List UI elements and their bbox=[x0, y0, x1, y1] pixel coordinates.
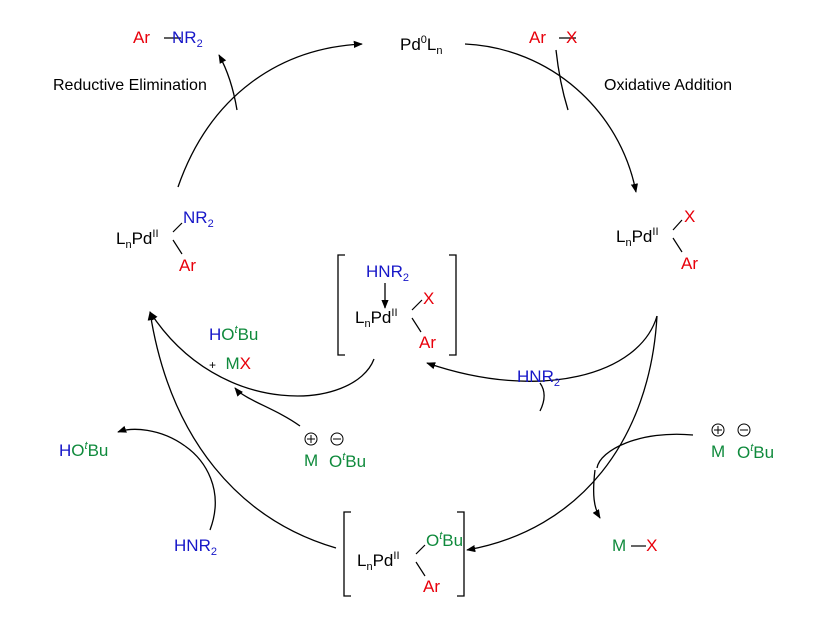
arrow-reductive-elimination bbox=[177, 40, 363, 188]
bond-pd-n-left bbox=[172, 222, 183, 233]
ligand-x-mid: X bbox=[423, 289, 435, 308]
byproduct-hotbu-lower: HOtBu bbox=[59, 440, 109, 460]
ligand-otbu-lower: OtBu bbox=[426, 530, 464, 550]
arrow-to-alkoxide-complex bbox=[466, 315, 658, 553]
arrow-from-ar-x bbox=[555, 49, 569, 111]
base-otbu-center: OtBu bbox=[329, 451, 367, 471]
bond-pd-ar-left bbox=[172, 239, 183, 255]
plus-charge-icon bbox=[711, 423, 725, 437]
arrow-hnr2-in bbox=[539, 382, 545, 412]
arrow-amine-coordination bbox=[426, 315, 658, 382]
arrow-to-m-x bbox=[592, 469, 601, 519]
minus-charge-icon bbox=[737, 423, 751, 437]
base-otbu-right: OtBu bbox=[737, 442, 775, 462]
label-reductive-elimination: Reductive Elimination bbox=[53, 77, 207, 94]
arrow-to-ar-nr2 bbox=[218, 54, 238, 111]
byproduct-hotbu-upper: HOtBu bbox=[209, 324, 259, 344]
bracket-left-upper bbox=[337, 254, 345, 356]
label-oxidative-addition: Oxidative Addition bbox=[604, 77, 733, 94]
complex-lnpd-ar-nr2: LnPdII bbox=[116, 228, 159, 251]
bracket-right-lower bbox=[457, 511, 465, 597]
ligand-ar-lower: Ar bbox=[423, 577, 440, 596]
bond-pd-x-right bbox=[672, 219, 683, 231]
ligand-ar-right: Ar bbox=[681, 254, 698, 273]
ligand-ar-left: Ar bbox=[179, 256, 196, 275]
arrow-oxidative-addition bbox=[464, 43, 638, 193]
arrow-to-mx bbox=[234, 387, 301, 427]
reagent-hnr2-right: HNR2 bbox=[517, 367, 560, 389]
byproduct-mx-upper: + MX bbox=[209, 354, 251, 373]
base-m-right: M bbox=[711, 442, 726, 461]
complex-amine-adduct: LnPdII bbox=[355, 307, 398, 330]
plus-charge-icon bbox=[304, 432, 318, 446]
complex-lnpd-ar-x: LnPdII bbox=[616, 226, 659, 249]
ligand-nr2-left: NR2 bbox=[183, 208, 214, 230]
minus-charge-icon bbox=[330, 432, 344, 446]
ligand-x-right: X bbox=[684, 207, 696, 226]
arrow-deprotonation-upper bbox=[149, 311, 375, 397]
bond-pd-o-lower bbox=[415, 544, 426, 555]
arrow-base-in bbox=[596, 433, 694, 469]
catalyst-pd0ln: Pd0Ln bbox=[400, 34, 443, 57]
base-m-center: M bbox=[304, 451, 319, 470]
coordinated-amine: HNR2 bbox=[366, 262, 409, 284]
bond-pd-ar-right bbox=[672, 237, 683, 253]
complex-lnpd-ar-otbu: LnPdII bbox=[357, 550, 400, 573]
arrow-hnr2-in-lower bbox=[184, 445, 216, 531]
bond-pd-ar-mid bbox=[411, 317, 422, 333]
reagent-hnr2-lower: HNR2 bbox=[174, 536, 217, 558]
bracket-right-upper bbox=[449, 254, 457, 356]
arrow-amine-exchange bbox=[147, 311, 337, 549]
ligand-ar-mid: Ar bbox=[419, 333, 436, 352]
bracket-left-lower bbox=[343, 511, 351, 597]
bond-pd-ar-lower bbox=[415, 561, 426, 577]
arrow-to-hotbu bbox=[117, 425, 186, 447]
bond-pd-x-mid bbox=[411, 299, 423, 311]
